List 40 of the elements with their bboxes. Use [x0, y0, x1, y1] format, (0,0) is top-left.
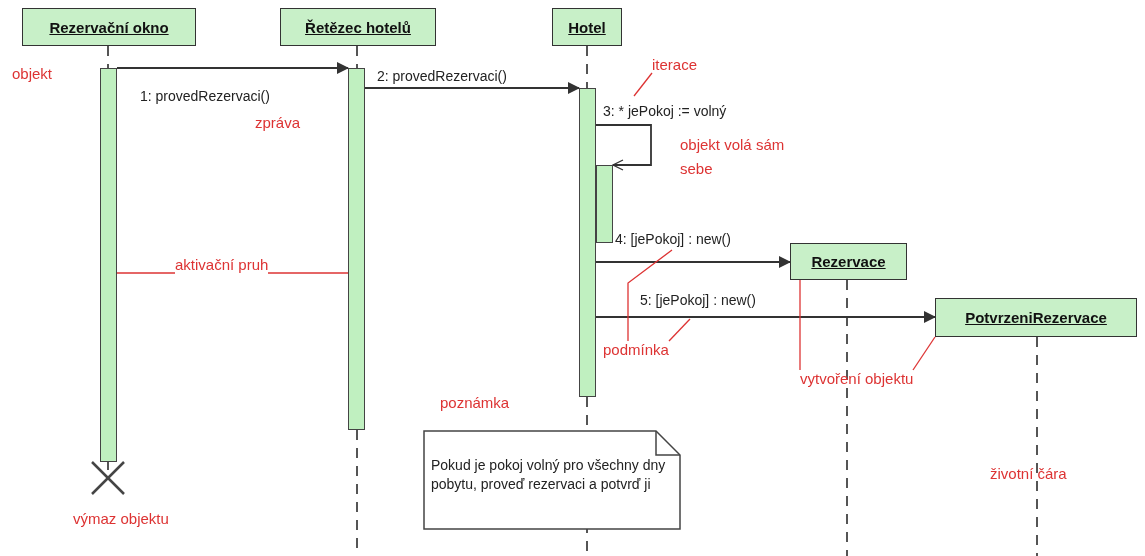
message-label: 2: provedRezervaci() [377, 68, 507, 84]
activation-bar [579, 88, 596, 397]
object-box: Řetězec hotelů [280, 8, 436, 46]
message-arrow [595, 256, 791, 268]
annotation-text: objekt volá sám sebe [680, 135, 786, 179]
annotation-text: iterace [652, 56, 698, 73]
object-box: Hotel [552, 8, 622, 46]
annotation-text: aktivační pruh [175, 256, 269, 273]
annotation-text: vytvoření objektu [800, 370, 914, 387]
lifeline [586, 45, 588, 89]
message-arrow [116, 62, 349, 74]
lifeline [356, 45, 358, 69]
activation-bar [596, 165, 613, 243]
annotation-text: podmínka [603, 341, 669, 358]
activation-bar [348, 68, 365, 430]
message-arrow [595, 311, 936, 323]
annotation-text: výmaz objektu [73, 510, 169, 527]
note-box: Pokud je pokoj volný pro všechny dny pobytu, proveď rezervaci a potvrď ji [423, 430, 681, 530]
message-arrow [364, 82, 580, 94]
lifeline [107, 45, 109, 69]
leader-line [116, 272, 176, 274]
annotation-text: objekt [12, 65, 53, 82]
leader-line [799, 279, 801, 371]
leader-line [668, 318, 691, 342]
object-box: PotvrzeniRezervace [935, 298, 1137, 337]
leader-line [633, 72, 653, 97]
object-box: Rezervace [790, 243, 907, 280]
annotation-text: poznámka [440, 394, 510, 411]
message-label: 4: [jePokoj] : new() [615, 231, 731, 247]
self-call-arrow [595, 124, 652, 171]
message-label: 1: provedRezervaci() [140, 88, 270, 104]
annotation-text: životní čára [990, 465, 1067, 482]
leader-line [267, 272, 349, 274]
activation-bar [100, 68, 117, 462]
annotation-text: zpráva [255, 114, 301, 131]
leader-line [912, 336, 936, 371]
leader-line [627, 249, 673, 342]
message-label: 3: * jePokoj := volný [603, 103, 727, 119]
object-box: Rezervační okno [22, 8, 196, 46]
message-label: 5: [jePokoj] : new() [640, 292, 756, 308]
